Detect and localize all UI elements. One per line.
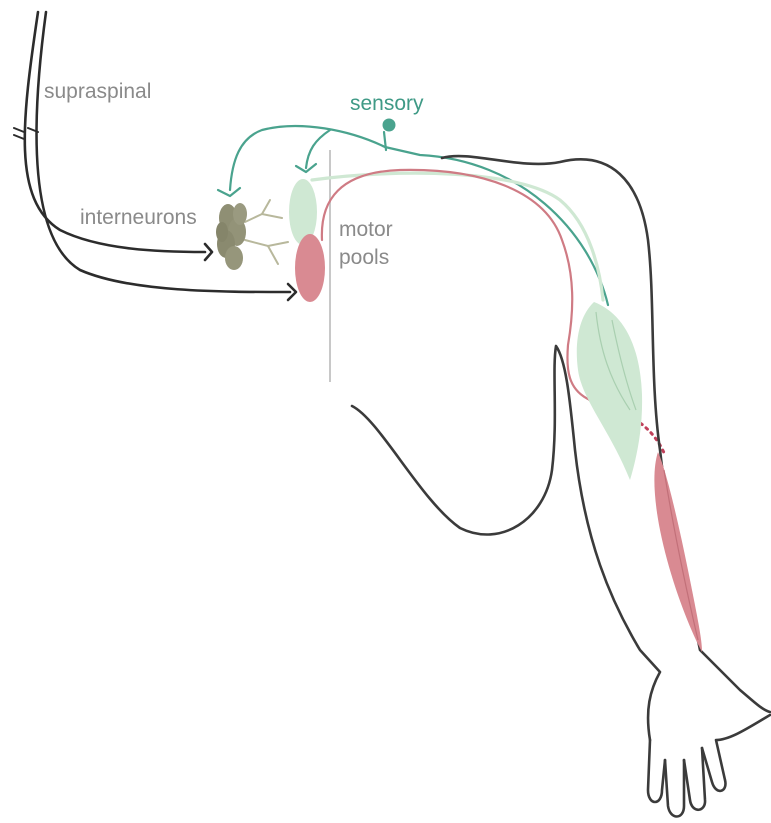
motor-pools	[289, 179, 325, 302]
sensory-ganglion-icon	[383, 119, 396, 132]
motor-pools-label-line2: pools	[339, 246, 389, 269]
extensor-motor-pool	[295, 234, 325, 302]
motor-pools-label-line1: motor	[339, 218, 393, 241]
flexor-muscle	[577, 302, 642, 480]
arm-outline	[352, 156, 770, 816]
interneuron-branches	[245, 200, 288, 264]
interneurons-cluster	[216, 200, 288, 270]
extensor-muscle	[654, 452, 702, 652]
sensory-pathway	[218, 119, 608, 306]
interneurons-label: interneurons	[80, 206, 197, 229]
extensor-motor-axon	[322, 170, 590, 400]
supraspinal-tracts	[14, 12, 296, 300]
sensory-label: sensory	[350, 92, 424, 115]
supraspinal-label: supraspinal	[44, 80, 151, 103]
